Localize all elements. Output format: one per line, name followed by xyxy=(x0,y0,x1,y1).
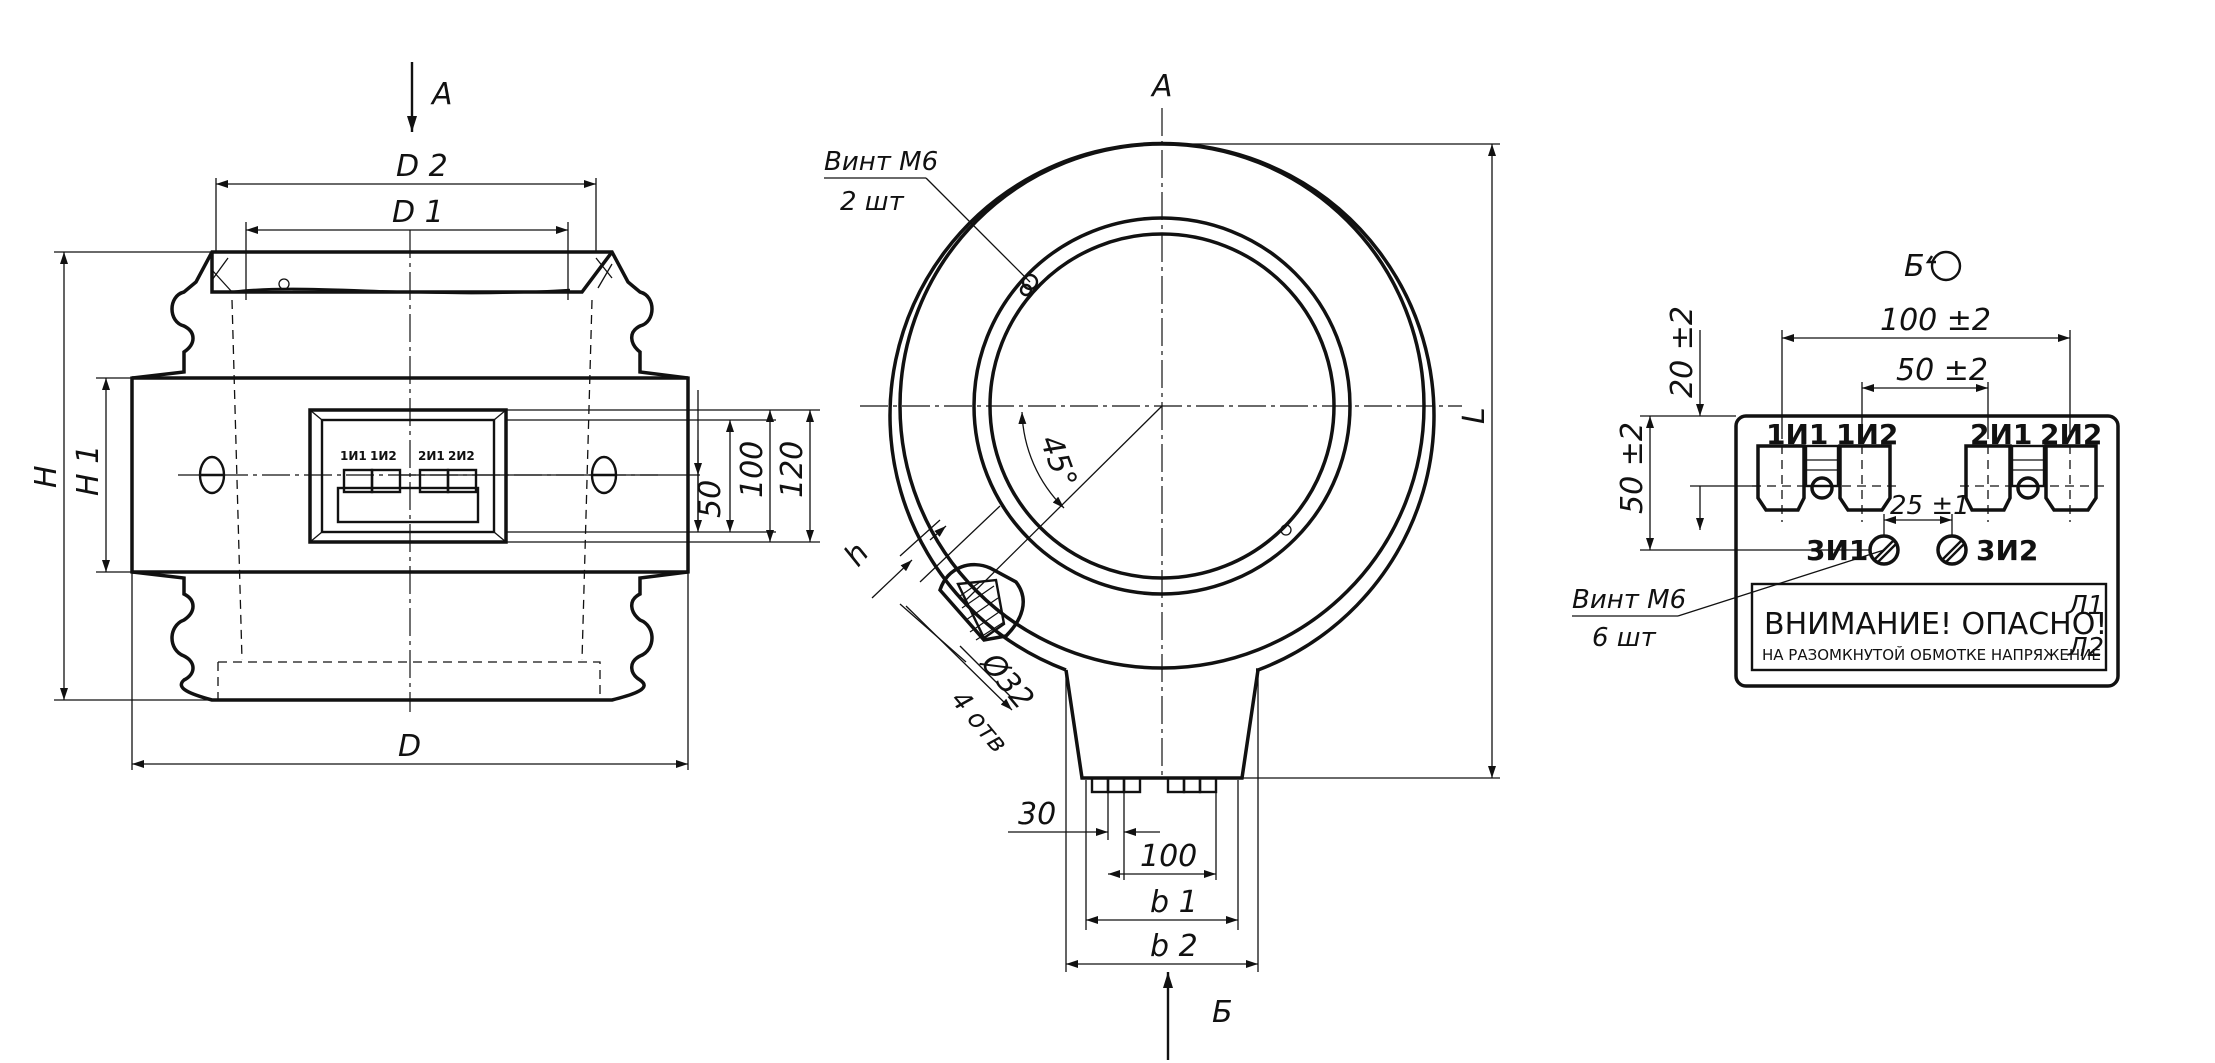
dim-l-label: L xyxy=(1457,407,1492,424)
warning-subtitle: НА РАЗОМКНУТОЙ ОБМОТКЕ НАПРЯЖЕНИЕ xyxy=(1762,645,2101,664)
dim-front-50: 50 xyxy=(693,480,728,518)
view-b-arrow-label: Б xyxy=(1212,995,1233,1030)
screw-panel-line1: Винт М6 xyxy=(1572,585,1686,615)
view-a-arrow-label: А xyxy=(430,77,453,112)
front-terminal-1i2: 1И2 xyxy=(370,449,397,463)
front-view: А 1И1 xyxy=(29,62,820,770)
dim-bottom-30: 30 xyxy=(1018,797,1056,832)
dim-front-120: 120 xyxy=(775,441,810,498)
dim-panel-50: 50 ±2 xyxy=(1896,353,1988,388)
dim-panel-100: 100 ±2 xyxy=(1880,303,1991,338)
dim-panel-20: 20 ±2 xyxy=(1665,306,1700,398)
front-terminal-2i2: 2И2 xyxy=(448,449,475,463)
insulator-body xyxy=(130,250,690,702)
view-a-title: А xyxy=(1150,69,1173,104)
dim-h1-label: H 1 xyxy=(71,445,106,496)
view-a-lug xyxy=(938,563,1025,642)
terminal-3i2: 3И2 xyxy=(1976,534,2038,567)
warning-plate xyxy=(1750,582,2108,672)
view-a: А 45° h xyxy=(824,69,1500,1060)
dim-front-100: 100 xyxy=(735,441,770,498)
dim-d-label: D xyxy=(398,729,421,764)
front-terminal-2i1: 2И1 xyxy=(418,449,445,463)
dim-panel-25: 25 ±1 xyxy=(1890,491,1970,521)
terminal-panel xyxy=(1734,414,2120,688)
angle-45-label: 45° xyxy=(1032,431,1083,493)
warning-l2: Л2 xyxy=(2067,633,2104,663)
screw-top-line1: Винт М6 xyxy=(824,147,938,177)
dim-panel-50-vert: 50 ±2 xyxy=(1615,422,1650,514)
terminal-2i1: 2И1 xyxy=(1970,418,2032,451)
dim-b1-label: b 1 xyxy=(1150,885,1198,920)
dim-d1-label: D 1 xyxy=(392,195,444,230)
warning-title: ВНИМАНИЕ! ОПАСНО! xyxy=(1764,607,2107,642)
dim-bottom-100: 100 xyxy=(1140,839,1197,874)
dim-b2-label: b 2 xyxy=(1150,929,1198,964)
dim-h-small: h xyxy=(837,536,876,573)
front-terminal-box xyxy=(308,408,508,544)
rotation-icon xyxy=(1930,250,1962,282)
view-b: Б 1И1 1И2 2И1 2И2 xyxy=(1572,249,2120,688)
terminal-2i2: 2И2 xyxy=(2040,418,2102,451)
dim-d2-label: D 2 xyxy=(396,149,448,184)
screw-top-line2: 2 шт xyxy=(840,187,905,217)
screw-panel-line2: 6 шт xyxy=(1592,623,1657,653)
warning-l1: Л1 xyxy=(2067,591,2104,621)
front-terminal-1i1: 1И1 xyxy=(340,449,367,463)
view-b-title: Б xyxy=(1904,249,1925,284)
terminal-1i1: 1И1 xyxy=(1766,418,1828,451)
dim-h-label: H xyxy=(29,465,64,488)
terminal-1i2: 1И2 xyxy=(1836,418,1898,451)
